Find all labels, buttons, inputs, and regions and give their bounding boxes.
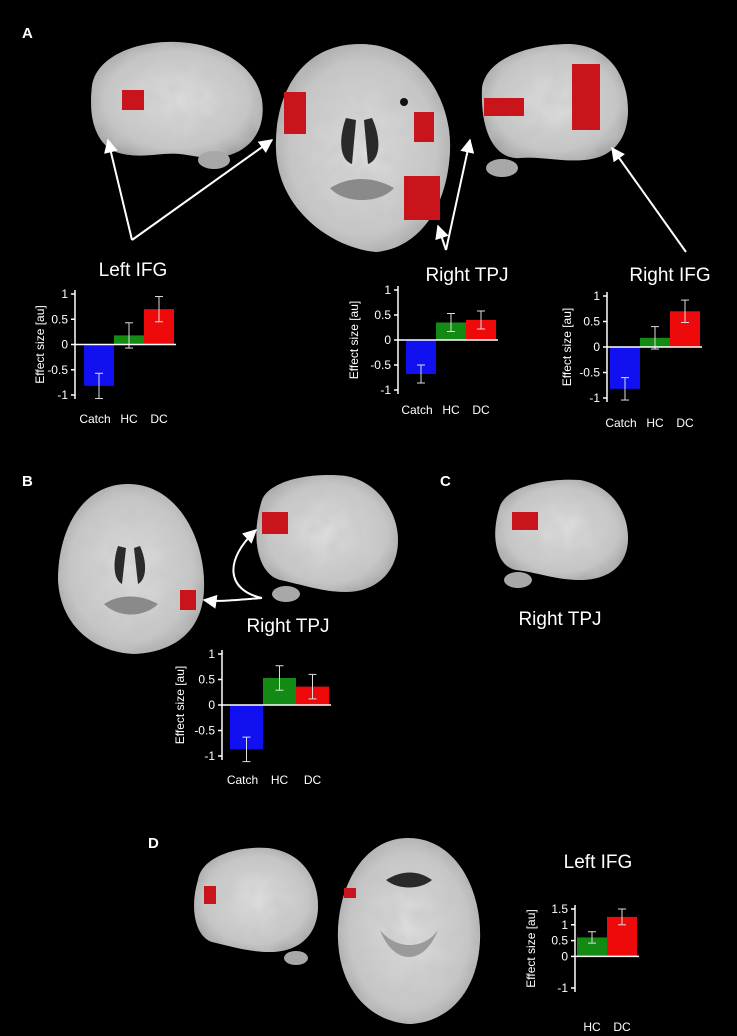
x-category-label: DC bbox=[472, 403, 490, 417]
chart-title: Left IFG bbox=[564, 852, 633, 873]
x-category-label: HC bbox=[120, 412, 138, 426]
brain-axial-d bbox=[337, 838, 481, 1024]
y-tick-label: -0.5 bbox=[579, 366, 600, 380]
bar-chart-A-right-tpj: Right TPJ Effect size [au] 1 0.5 0 -0.5 -1Catc… bbox=[347, 265, 509, 417]
brain-sagittal-right-a bbox=[481, 44, 628, 177]
y-tick-label: 0.5 bbox=[51, 312, 68, 326]
x-category-label: Catch bbox=[605, 416, 636, 430]
y-tick-label: 0 bbox=[208, 698, 215, 712]
y-axis-label: Effect size [au] bbox=[173, 666, 187, 745]
arrows-a bbox=[104, 138, 687, 253]
y-tick-label: 1 bbox=[561, 918, 568, 932]
x-category-label: Catch bbox=[79, 412, 110, 426]
chart-title: Right TPJ bbox=[246, 616, 329, 637]
bar-dc bbox=[466, 320, 496, 340]
brain-sagittal-left-a bbox=[91, 41, 263, 169]
panel-label-c: C bbox=[440, 473, 451, 490]
brain-axial-b bbox=[58, 484, 205, 654]
y-tick-label: -1 bbox=[589, 391, 600, 405]
bar-chart-B-right-tpj: Right TPJ Effect size [au] 1 0.5 0 -0.5 -1Catc… bbox=[173, 616, 331, 787]
y-tick-label: -0.5 bbox=[194, 724, 215, 738]
brain-sagittal-d bbox=[194, 847, 318, 965]
chart-title: Left IFG bbox=[99, 260, 168, 281]
y-tick-label: 0 bbox=[61, 338, 68, 352]
chart-title: Right TPJ bbox=[425, 265, 508, 286]
y-tick-label: 1 bbox=[208, 647, 215, 661]
panel-label-d: D bbox=[148, 835, 159, 852]
y-axis-label: Effect size [au] bbox=[560, 308, 574, 387]
x-category-label: HC bbox=[583, 1020, 601, 1034]
y-tick-label: 1 bbox=[384, 283, 391, 297]
x-category-label: HC bbox=[442, 403, 460, 417]
y-tick-label: 1 bbox=[593, 289, 600, 303]
bar-chart-D-left-ifg: Left IFG Effect size [au] 1.5 1 0.50 -1HC DC bbox=[524, 852, 639, 1034]
bar-chart-A-left-ifg: Left IFG Effect size [au] 1 0.5 0 -0.5 -1Catch… bbox=[33, 260, 176, 426]
y-axis-label: Effect size [au] bbox=[33, 305, 47, 384]
y-tick-label: 1.5 bbox=[551, 902, 568, 916]
panel-label-b: B bbox=[22, 473, 33, 490]
chart-title: Right IFG bbox=[629, 265, 710, 286]
brain-sagittal-b bbox=[256, 475, 398, 602]
x-category-label: DC bbox=[613, 1020, 631, 1034]
brain-axial-a bbox=[275, 44, 451, 252]
y-tick-label: 0.5 bbox=[374, 308, 391, 322]
region-label-c: Right TPJ bbox=[518, 609, 601, 630]
y-tick-label: -0.5 bbox=[47, 363, 68, 377]
x-category-label: HC bbox=[646, 416, 664, 430]
y-tick-label: -1 bbox=[557, 981, 568, 995]
bar-hc bbox=[577, 937, 607, 957]
y-tick-label: -0.5 bbox=[370, 358, 391, 372]
x-category-label: Catch bbox=[401, 403, 432, 417]
y-tick-label: 0 bbox=[561, 949, 568, 963]
panel-label-a: A bbox=[22, 25, 33, 42]
x-category-label: DC bbox=[676, 416, 694, 430]
y-tick-label: -1 bbox=[380, 383, 391, 397]
x-category-label: DC bbox=[150, 412, 168, 426]
y-axis-label: Effect size [au] bbox=[347, 301, 361, 380]
y-tick-label: 0 bbox=[384, 333, 391, 347]
y-tick-label: 1 bbox=[61, 287, 68, 301]
y-axis-label: Effect size [au] bbox=[524, 909, 538, 988]
y-tick-label: 0 bbox=[593, 340, 600, 354]
x-category-label: DC bbox=[304, 773, 322, 787]
y-tick-label: 0.5 bbox=[198, 673, 215, 687]
y-tick-label: 0.5 bbox=[583, 315, 600, 329]
brain-sagittal-c bbox=[495, 479, 628, 588]
x-category-label: Catch bbox=[227, 773, 258, 787]
arrows-b bbox=[202, 529, 263, 609]
y-tick-label: -1 bbox=[57, 388, 68, 402]
activation-left-ifg bbox=[122, 90, 144, 110]
bar-chart-A-right-ifg: Right IFG Effect size [au] 1 0.5 0 -0.5 -1Catc… bbox=[560, 265, 711, 430]
x-category-label: HC bbox=[271, 773, 289, 787]
y-tick-label: 0.5 bbox=[551, 934, 568, 948]
y-tick-label: -1 bbox=[204, 749, 215, 763]
